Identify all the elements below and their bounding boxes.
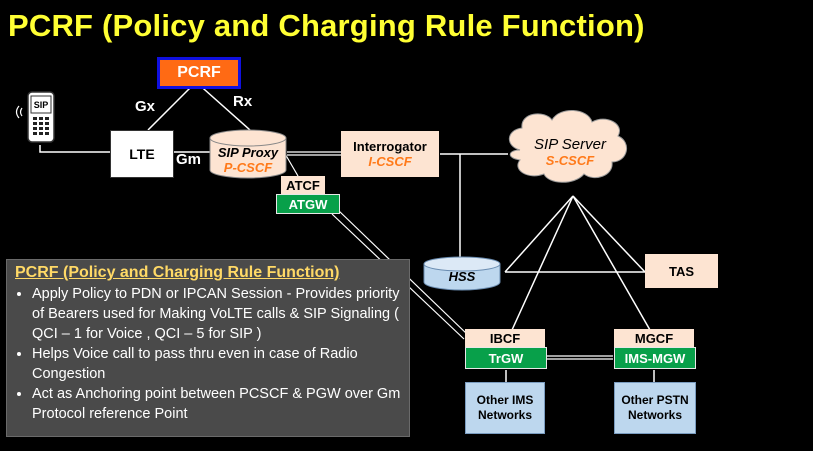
s-cscf-label: S-CSCF xyxy=(545,153,595,168)
i-cscf-label: I-CSCF xyxy=(368,154,412,169)
sip-proxy-label: SIP Proxy xyxy=(217,145,279,160)
info-bullet: Apply Policy to PDN or IPCAN Session - P… xyxy=(32,284,401,344)
pcrf-node: PCRF xyxy=(157,57,241,89)
other-pstn-label-2: Networks xyxy=(627,408,683,422)
lte-node: LTE xyxy=(110,130,174,178)
other-ims-label-2: Networks xyxy=(477,408,533,422)
page-title: PCRF (Policy and Charging Rule Function) xyxy=(8,8,645,43)
atgw-node: ATGW xyxy=(276,194,340,214)
mgcf-node: MGCF xyxy=(614,329,694,347)
other-pstn-label-1: Other PSTN xyxy=(621,393,689,407)
phone-sip-label: SIP xyxy=(33,99,49,110)
ims-mgw-node: IMS-MGW xyxy=(614,347,696,369)
other-ims-networks-node: Other IMS Networks xyxy=(465,382,545,434)
sip-server-label: SIP Server xyxy=(534,136,606,153)
gx-link xyxy=(147,81,197,131)
info-bullet: Act as Anchoring point between PCSCF & P… xyxy=(32,384,401,424)
ibcf-node: IBCF xyxy=(465,329,545,347)
trgw-node: TrGW xyxy=(465,347,547,369)
gx-interface-label: Gx xyxy=(135,98,156,115)
hss-node: HSS xyxy=(448,268,476,284)
rx-link xyxy=(195,81,251,131)
interrogator-label: Interrogator xyxy=(353,139,427,154)
tas-node: TAS xyxy=(645,254,718,288)
sip-server-node: SIP Server S-CSCF xyxy=(522,130,618,174)
info-heading: PCRF (Policy and Charging Rule Function) xyxy=(15,264,340,281)
rx-interface-label: Rx xyxy=(233,93,253,110)
sip-server-cloud xyxy=(508,110,627,183)
interrogator-node: Interrogator I-CSCF xyxy=(341,131,439,177)
other-ims-label-1: Other IMS xyxy=(476,393,534,407)
mobile-phone-icon xyxy=(15,91,55,143)
info-bullet-list: Apply Policy to PDN or IPCAN Session - P… xyxy=(15,284,401,424)
info-panel: PCRF (Policy and Charging Rule Function)… xyxy=(6,259,410,437)
ue-link xyxy=(39,145,110,153)
gm-interface-label: Gm xyxy=(176,151,202,168)
info-bullet: Helps Voice call to pass thru even in ca… xyxy=(32,344,401,384)
other-pstn-networks-node: Other PSTN Networks xyxy=(614,382,696,434)
atcf-node: ATCF xyxy=(281,176,325,195)
p-cscf-label: P-CSCF xyxy=(223,160,273,175)
sip-proxy-node: SIP Proxy P-CSCF xyxy=(210,141,286,179)
